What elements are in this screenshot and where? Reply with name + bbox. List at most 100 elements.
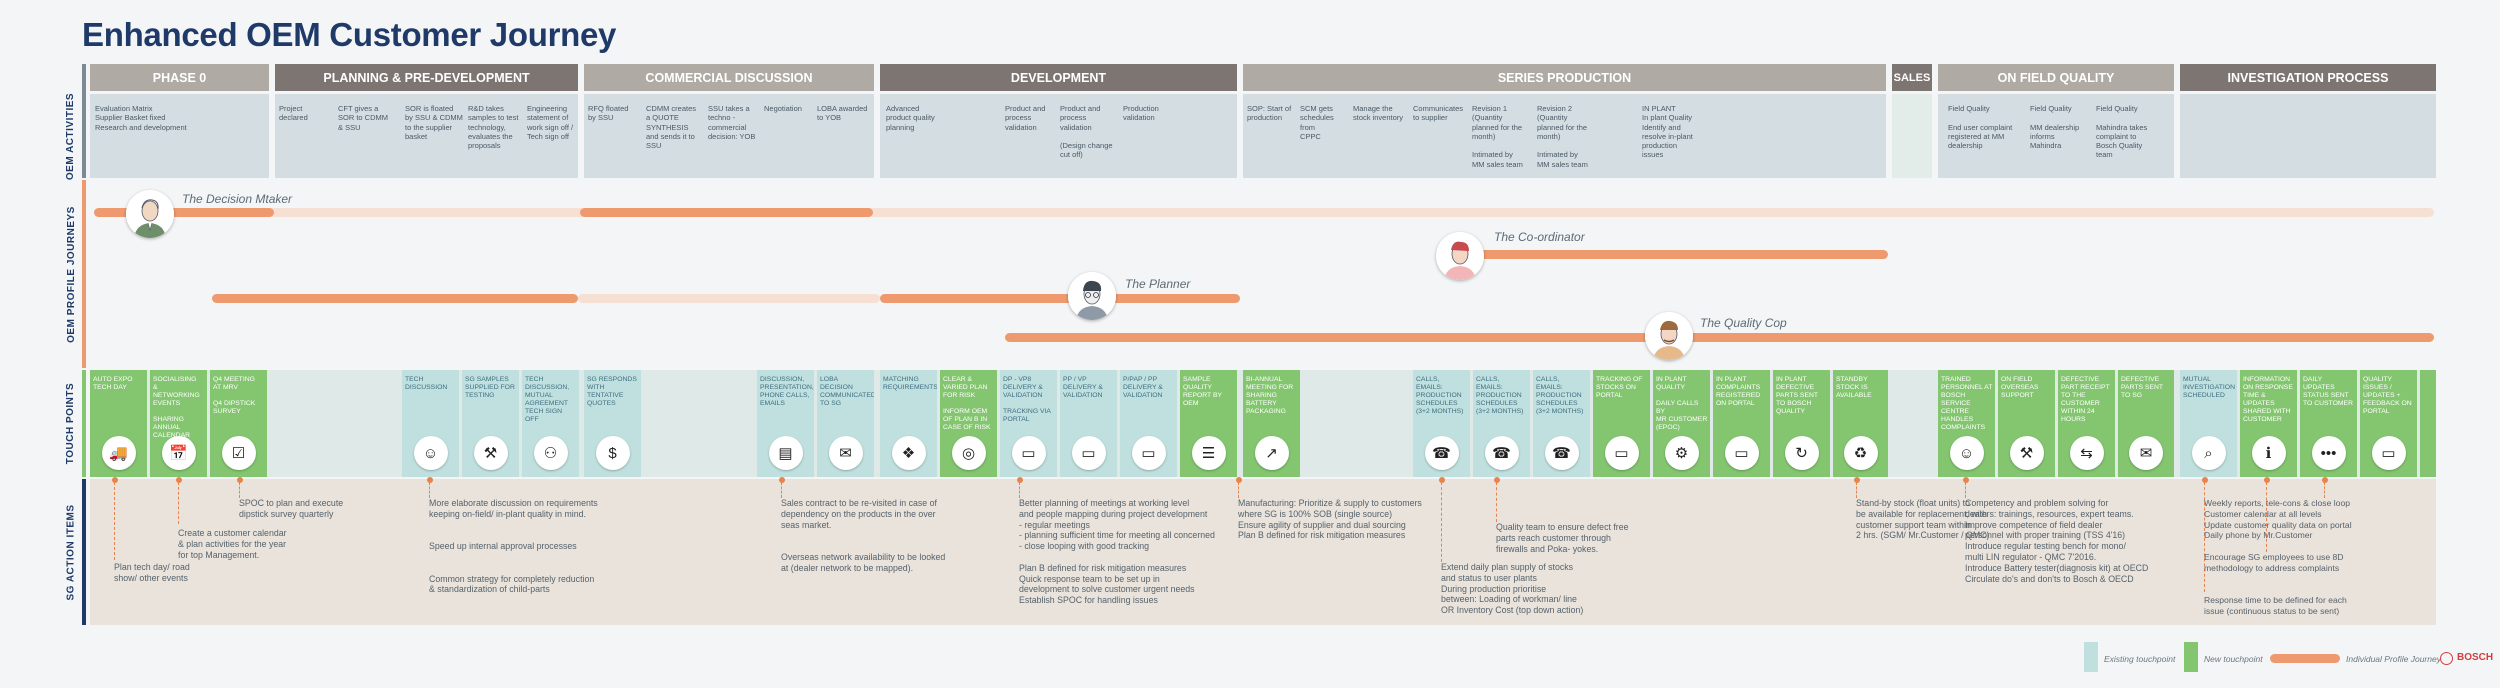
connector-dot <box>779 477 785 483</box>
touchpoint-new: DEFECTIVE PART RECEIPT TO THE CUSTOMER W… <box>2058 370 2115 477</box>
touchpoint-text: AUTO EXPO TECH DAY <box>93 376 133 391</box>
touchpoint-new: TRACKING OF STOCKS ON PORTAL ▭ <box>1593 370 1650 477</box>
puzzle-icon: ❖ <box>891 436 926 470</box>
connector <box>1019 482 1020 498</box>
touchpoint-existing: LOBA DECISION COMMUNICATED TO SG✉ <box>817 370 874 477</box>
connector <box>2324 482 2325 498</box>
monitor-icon: ▭ <box>1604 436 1639 470</box>
activity-text: Manage the stock inventory <box>1353 104 1404 123</box>
phone-mail-icon: ☎ <box>1544 436 1579 470</box>
touchpoint-text: TECH DISCUSSION, MUTUAL AGREEMENT TECH S… <box>525 376 570 423</box>
touchpoint-new <box>2420 370 2436 477</box>
coordinator-track <box>1436 250 1888 259</box>
activity-text: SOR is floated by SSU & CDMM to the supp… <box>405 104 463 141</box>
quality-cop-avatar <box>1645 312 1693 360</box>
activity-text: LOBA awarded to YOB <box>817 104 868 123</box>
chart-icon: ↗ <box>1254 436 1289 470</box>
activity-text: Evaluation Matrix Supplier Basket fixed … <box>95 104 187 132</box>
sample-icon: ⚒ <box>473 436 508 470</box>
monitor-icon: ▭ <box>2371 436 2406 470</box>
touchpoint-text: LOBA DECISION COMMUNICATED TO SG <box>820 376 874 407</box>
connector <box>1965 482 1966 498</box>
touchpoint-new: DAILY UPDATES STATUS SENT TO CUSTOMER ••• <box>2300 370 2357 477</box>
touchpoint-new: IN PLANT COMPLAINTS REGISTERED ON PORTAL… <box>1713 370 1770 477</box>
touchpoint-new: STANDBY STOCK IS AVAILABLE♻ <box>1833 370 1888 477</box>
touchpoint-text: DEFECTIVE PARTS SENT TO SG <box>2121 376 2164 399</box>
monitor-icon: ▭ <box>1011 436 1046 470</box>
legend-profile-label: Individual Profile Journey <box>2346 654 2441 664</box>
activity-text: RFQ floated by SSU <box>588 104 629 123</box>
connector <box>429 482 430 498</box>
activity-band <box>90 94 269 178</box>
touchpoints-bar <box>82 370 86 477</box>
activity-text: Production validation <box>1123 104 1159 123</box>
connector-dot <box>2264 477 2270 483</box>
sg-action-item: More elaborate discussion on requirement… <box>429 498 598 595</box>
tools-icon: ⚒ <box>2009 436 2044 470</box>
report-icon: ☰ <box>1191 436 1226 470</box>
sg-action-item: Weekly reports, tele-cons & close loop C… <box>2204 498 2352 616</box>
phase-header: COMMERCIAL DISCUSSION <box>584 64 874 91</box>
activity-text: Field Quality MM dealership informs Mahi… <box>2030 104 2080 151</box>
chat-icon: ✉ <box>2129 436 2163 470</box>
sg-action-item: Create a customer calendar & plan activi… <box>178 528 287 560</box>
brand-label: BOSCH <box>2457 652 2494 663</box>
decision-maker-avatar <box>126 190 174 238</box>
activity-text: SOP: Start of production <box>1247 104 1292 123</box>
connector <box>2266 482 2267 552</box>
planner-track-light <box>578 294 880 303</box>
activity-text: Field Quality End user complaint registe… <box>1948 104 2013 151</box>
phase-header: PLANNING & PRE-DEVELOPMENT <box>275 64 578 91</box>
sg-action-item: SPOC to plan and execute dipstick survey… <box>239 498 344 519</box>
activity-band <box>275 94 578 178</box>
touchpoint-text: Q4 MEETING AT MRV Q4 DIPSTICK SURVEY <box>213 376 256 415</box>
touchpoint-text: CALLS, EMAILS: PRODUCTION SCHEDULES (3+2… <box>1476 376 1524 415</box>
activity-text: Communicates to supplier <box>1413 104 1464 123</box>
activity-text: Product and process validation (Design c… <box>1060 104 1113 160</box>
row-label-text: OEM ACTIVITIES <box>65 92 77 180</box>
touchpoint-text: INFORMATION ON RESPONSE TIME & UPDATES S… <box>2243 376 2293 423</box>
coordinator-avatar <box>1436 232 1484 280</box>
phase-header: ON FIELD QUALITY <box>1938 64 2174 91</box>
legend-profile-swatch <box>2270 654 2340 663</box>
connector-dot <box>1236 477 1242 483</box>
touchpoint-text: SG SAMPLES SUPPLIED FOR TESTING <box>465 376 515 399</box>
touchpoint-text: SOCIALISING & NETWORKING EVENTS SHARING … <box>153 376 200 439</box>
phase-header: SALES <box>1892 64 1932 91</box>
info-screen-icon: ℹ <box>2251 436 2286 470</box>
connector-dot <box>112 477 118 483</box>
delivery-icon: ⇆ <box>2069 436 2104 470</box>
touchpoint-new: CLEAR & VARIED PLAN FOR RISK INFORM OEM … <box>940 370 997 477</box>
touchpoint-text: DISCUSSION, PRESENTATION, PHONE CALLS, E… <box>760 376 814 407</box>
connector-dot <box>1963 477 1969 483</box>
dots-icon: ••• <box>2311 436 2346 470</box>
activity-text: SCM gets schedules from CPPC <box>1300 104 1334 141</box>
connector-dot <box>1017 477 1023 483</box>
connector-dot <box>427 477 433 483</box>
touchpoint-text: CLEAR & VARIED PLAN FOR RISK INFORM OEM … <box>943 376 991 431</box>
legend-new-label: New touchpoint <box>2204 654 2263 664</box>
row-label-touchpoints: TOUCH POINTS <box>64 370 78 477</box>
touchpoint-text: TRACKING OF STOCKS ON PORTAL <box>1596 376 1643 399</box>
phase-header: DEVELOPMENT <box>880 64 1237 91</box>
target-icon: ◎ <box>951 436 986 470</box>
touchpoint-text: DAILY UPDATES STATUS SENT TO CUSTOMER <box>2303 376 2353 407</box>
page-title: Enhanced OEM Customer Journey <box>82 16 617 53</box>
phase-header: SERIES PRODUCTION <box>1243 64 1886 91</box>
touchpoint-text: IN PLANT COMPLAINTS REGISTERED ON PORTAL <box>1716 376 1761 407</box>
activity-text: IN PLANT In plant Quality Identify and r… <box>1642 104 1693 160</box>
actions-bar <box>82 479 86 625</box>
touchpoint-text: ON FIELD OVERSEAS SUPPORT <box>2001 376 2039 399</box>
touchpoint-text: MATCHING REQUIREMENTS <box>883 376 937 391</box>
connector <box>114 482 115 560</box>
touchpoint-new: INFORMATION ON RESPONSE TIME & UPDATES S… <box>2240 370 2297 477</box>
connector <box>781 482 782 498</box>
connector-dot <box>176 477 182 483</box>
row-label-text: OEM PROFILE JOURNEYS <box>65 205 77 343</box>
activity-text: Revision 2 (Quantity planned for the mon… <box>1537 104 1588 169</box>
touchpoint-existing: PP / VP DELIVERY & VALIDATION▭ <box>1060 370 1117 477</box>
row-label-actions: SG ACTION ITEMS <box>64 479 78 625</box>
truck-icon: 🚚 <box>101 436 136 470</box>
row-label-text: SG ACTION ITEMS <box>65 503 77 601</box>
sg-action-item: Sales contract to be re-visited in case … <box>781 498 946 573</box>
